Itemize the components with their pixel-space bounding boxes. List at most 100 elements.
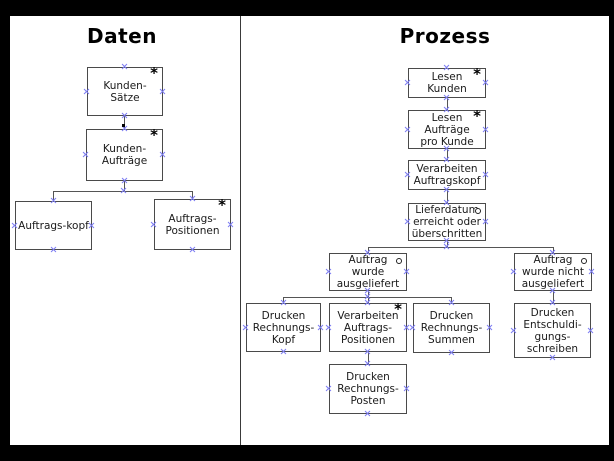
connection-handle[interactable] — [228, 222, 233, 227]
connection-handle[interactable] — [404, 325, 409, 330]
connection-handle[interactable] — [51, 247, 56, 252]
connection-handle[interactable] — [83, 152, 88, 157]
connection-handle[interactable] — [444, 244, 449, 249]
connection-handle[interactable] — [511, 269, 516, 274]
connection-handle[interactable] — [405, 219, 410, 224]
diagram-box-auftrags-positionen[interactable]: Auftrags-Positionen* — [154, 198, 231, 250]
connection-handle[interactable] — [190, 247, 195, 252]
connection-handle[interactable] — [160, 89, 165, 94]
connection-handle[interactable] — [449, 300, 454, 305]
connection-handle[interactable] — [410, 325, 415, 330]
connection-handle[interactable] — [281, 300, 286, 305]
connection-handle[interactable] — [444, 95, 449, 100]
connector-endpoint-handle[interactable] — [122, 124, 125, 127]
connection-handle[interactable] — [365, 411, 370, 416]
box-label-line: Summen — [428, 334, 475, 346]
connection-handle[interactable] — [326, 386, 331, 391]
box-label-line: gungs- — [534, 330, 571, 343]
connection-handle[interactable] — [365, 300, 370, 305]
connector-segment-kunden-auftraege_to_children[interactable] — [53, 191, 54, 202]
connection-handle[interactable] — [550, 250, 555, 255]
box-label-line: wurde nicht — [522, 266, 584, 278]
connection-handle[interactable] — [550, 355, 555, 360]
connector-segment-kunden-saetze_to_kunden-auftraege[interactable] — [124, 116, 125, 130]
diagram-box-auftrags-kopf[interactable]: Auftrags-kopf — [15, 201, 92, 250]
connection-handle[interactable] — [122, 64, 127, 69]
connection-handle[interactable] — [12, 223, 17, 228]
connection-handle[interactable] — [487, 325, 492, 330]
connection-handle[interactable] — [483, 172, 488, 177]
connection-handle[interactable] — [365, 349, 370, 354]
connector-segment-lieferdatum_to_auftrag-branches[interactable] — [368, 247, 554, 248]
connection-handle[interactable] — [589, 269, 594, 274]
box-label-line: Auftrags- — [343, 321, 393, 334]
connector-segment-auftrags-positionen_to_posten[interactable] — [368, 352, 369, 365]
connection-handle[interactable] — [326, 325, 331, 330]
connection-handle[interactable] — [405, 127, 410, 132]
connection-handle[interactable] — [365, 361, 370, 366]
connection-handle[interactable] — [444, 157, 449, 162]
connection-handle[interactable] — [365, 250, 370, 255]
connection-handle[interactable] — [444, 107, 449, 112]
box-label-line: pro Kunde — [420, 135, 474, 148]
connector-segment-verarbeiten_to_lieferdatum[interactable] — [447, 190, 448, 204]
connection-handle[interactable] — [84, 89, 89, 94]
connection-handle[interactable] — [483, 219, 488, 224]
connection-handle[interactable] — [511, 328, 516, 333]
connection-handle[interactable] — [588, 328, 593, 333]
connector-segment-nicht-ausgeliefert_to_entschuldigung[interactable] — [553, 291, 554, 304]
connection-handle[interactable] — [483, 127, 488, 132]
connection-handle[interactable] — [122, 113, 127, 118]
connection-handle[interactable] — [550, 300, 555, 305]
connection-handle[interactable] — [160, 152, 165, 157]
connection-handle[interactable] — [550, 288, 555, 293]
connection-handle[interactable] — [444, 146, 449, 151]
diagram-canvas: Daten Prozess Kunden-Sätze*Kunden-Aufträ… — [10, 16, 609, 445]
connector-segment-kunden-auftraege_to_children[interactable] — [124, 181, 125, 192]
box-label-line: Verarbeiten — [337, 309, 399, 322]
connection-handle[interactable] — [89, 223, 94, 228]
connection-handle[interactable] — [405, 80, 410, 85]
connection-handle[interactable] — [151, 222, 156, 227]
connection-handle[interactable] — [51, 198, 56, 203]
connection-handle[interactable] — [121, 188, 126, 193]
connection-handle[interactable] — [405, 172, 410, 177]
connection-handle[interactable] — [444, 65, 449, 70]
connection-handle[interactable] — [318, 325, 323, 330]
connection-handle[interactable] — [444, 200, 449, 205]
connection-handle[interactable] — [404, 269, 409, 274]
connector-segment-lesen-kunden_to_lesen-auftraege[interactable] — [447, 98, 448, 111]
box-label-line: Entschuldi- — [523, 318, 582, 331]
connection-handle[interactable] — [483, 80, 488, 85]
connector-segment-lesen-auftraege_to_verarbeiten[interactable] — [447, 149, 448, 161]
connection-handle[interactable] — [243, 325, 248, 330]
connection-handle[interactable] — [326, 269, 331, 274]
connection-handle[interactable] — [449, 350, 454, 355]
box-label-line: Auftragskopf — [413, 175, 481, 187]
box-label-line: Kopf — [271, 333, 296, 346]
connection-handle[interactable] — [444, 238, 449, 243]
connection-handle[interactable] — [122, 178, 127, 183]
box-label-line: wurde — [351, 266, 385, 278]
connection-handle[interactable] — [444, 187, 449, 192]
connection-handle[interactable] — [190, 196, 195, 201]
diagram-box-kunden-auftraege[interactable]: Kunden-Aufträge* — [86, 128, 163, 181]
connection-handle[interactable] — [365, 294, 370, 299]
connection-handle[interactable] — [404, 386, 409, 391]
connection-handle[interactable] — [365, 288, 370, 293]
diagram-box-kunden-saetze[interactable]: Kunden-Sätze* — [87, 66, 163, 116]
box-label-line: überschritten — [411, 228, 483, 240]
connection-handle[interactable] — [281, 349, 286, 354]
